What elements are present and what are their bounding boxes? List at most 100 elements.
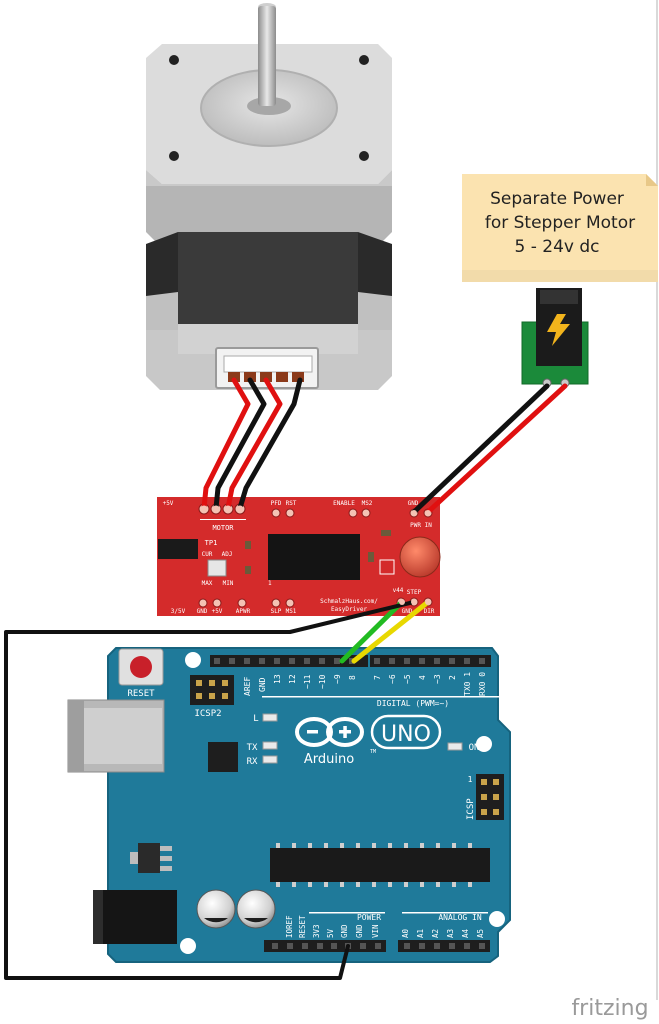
label-a3: A3 [446, 929, 455, 938]
label-min: MIN [223, 580, 234, 587]
motor-screw-hole [359, 55, 369, 65]
label-icsp-1: 1 [468, 775, 473, 784]
lightning-icon [547, 314, 570, 346]
capacitor [236, 889, 276, 929]
label-rst: RST [286, 500, 297, 507]
dc-barrel-jack [521, 288, 589, 388]
current-pot [207, 559, 227, 577]
label-rx: RX [247, 757, 258, 767]
wire-motor-b1 [225, 377, 283, 511]
motor-body-dark [178, 232, 358, 324]
label-slp: SLP [271, 608, 282, 615]
label-vin: VIN [371, 924, 380, 938]
label-power: POWER [357, 913, 381, 922]
capacitor [196, 889, 236, 929]
label-motor: MOTOR [212, 524, 234, 532]
wire-dir [351, 599, 431, 664]
label-chip-1: 1 [268, 580, 272, 587]
label-gnd: GND [408, 500, 419, 507]
label-tp1: TP1 [205, 539, 218, 547]
label-icsp: ICSP [466, 798, 476, 820]
label-arduino: Arduino [304, 752, 354, 767]
note-line-3: 5 - 24v dc [515, 237, 600, 257]
easydriver-regulator [158, 539, 198, 559]
label-d3: ~3 [433, 674, 442, 684]
usb-chip [208, 742, 238, 772]
label-pwr-in: PWR IN [410, 522, 432, 529]
label-3v3: 3V3 [312, 924, 321, 938]
stepper-motor [146, 3, 392, 390]
label-d11: ~11 [303, 674, 312, 689]
motor-screw-hole [359, 151, 369, 161]
wire-power-gnd [411, 383, 550, 515]
atmega-chip [270, 848, 490, 882]
fritzing-logo: fritzing [571, 996, 648, 1021]
led-tx [262, 741, 278, 750]
label-a0: A0 [401, 928, 410, 938]
label-a5: A5 [476, 929, 485, 938]
label-tm: TM [370, 749, 376, 755]
mount-hole [180, 938, 196, 954]
label-max: MAX [202, 580, 213, 587]
wires [4, 377, 568, 980]
label-d9: ~9 [333, 674, 342, 684]
label-d7: 7 [373, 675, 382, 680]
label-gnd-top: GND [258, 677, 267, 692]
label-on: ON [469, 743, 480, 753]
label-d4: 4 [418, 675, 427, 680]
digital-header-low [370, 655, 491, 667]
label-reset: RESET [127, 689, 155, 699]
label-icsp2: ICSP2 [194, 709, 221, 719]
arduino-dc-jack [93, 890, 177, 944]
analog-header [398, 940, 490, 952]
motor-screw-hole [169, 151, 179, 161]
label-3-5v: 3/5V [171, 608, 186, 615]
arduino-pcb [108, 648, 510, 962]
label-aref: AREF [243, 677, 252, 696]
motor-screw-hole [169, 55, 179, 65]
power-note: Separate Power for Stepper Motor 5 - 24v… [462, 174, 658, 282]
label-v44: v44 [393, 587, 404, 594]
label-analog-in: ANALOG IN [438, 913, 482, 922]
label-ioref: IOREF [285, 915, 294, 938]
label-ms2: MS2 [362, 500, 373, 507]
voltage-regulator [138, 843, 160, 873]
label-url-2: EasyDriver [331, 606, 368, 613]
label-5v: 5V [326, 928, 335, 938]
label-digital: DIGITAL (PWM=~) [377, 699, 449, 708]
reset-button-cap[interactable] [130, 656, 152, 678]
label-rx0: RX0 0 [478, 672, 487, 696]
easydriver-chip [268, 534, 360, 580]
note-line-2: for Stepper Motor [485, 213, 635, 233]
label-adj: ADJ [222, 551, 233, 558]
mount-hole [476, 736, 492, 752]
mount-hole [489, 911, 505, 927]
label-ms1: MS1 [286, 608, 297, 615]
arduino-uno: RESET ICSP2 AREF GND 13 12 ~11 [67, 647, 511, 963]
note-line-1: Separate Power [490, 189, 624, 209]
label-cur: CUR [202, 551, 213, 558]
label-l: L [253, 714, 258, 724]
motor-body-upper [146, 186, 392, 244]
arduino-logo-icon [295, 717, 364, 747]
wire-step [339, 599, 405, 664]
label-dir: DIR [424, 608, 435, 615]
label-gnd-power-b: GND [355, 924, 364, 938]
easydriver-capacitor [399, 536, 441, 578]
label-step: STEP [407, 589, 422, 596]
label-pfd: PFD [271, 500, 282, 507]
label-enable: ENABLE [333, 500, 355, 507]
label-a2: A2 [431, 929, 440, 938]
label-plus5v: +5V [163, 500, 174, 507]
label-d10: ~10 [318, 674, 327, 689]
label-tx: TX [247, 743, 258, 753]
wire-motor-a1 [201, 377, 251, 511]
label-reset-pin: RESET [298, 915, 307, 938]
label-d8: 8 [348, 675, 357, 680]
note-sticky [462, 174, 658, 270]
label-gnd-step: GND [402, 608, 413, 615]
power-header [264, 940, 386, 952]
wire-gnd-loop [4, 600, 416, 980]
label-apwr: APWR [236, 608, 251, 615]
